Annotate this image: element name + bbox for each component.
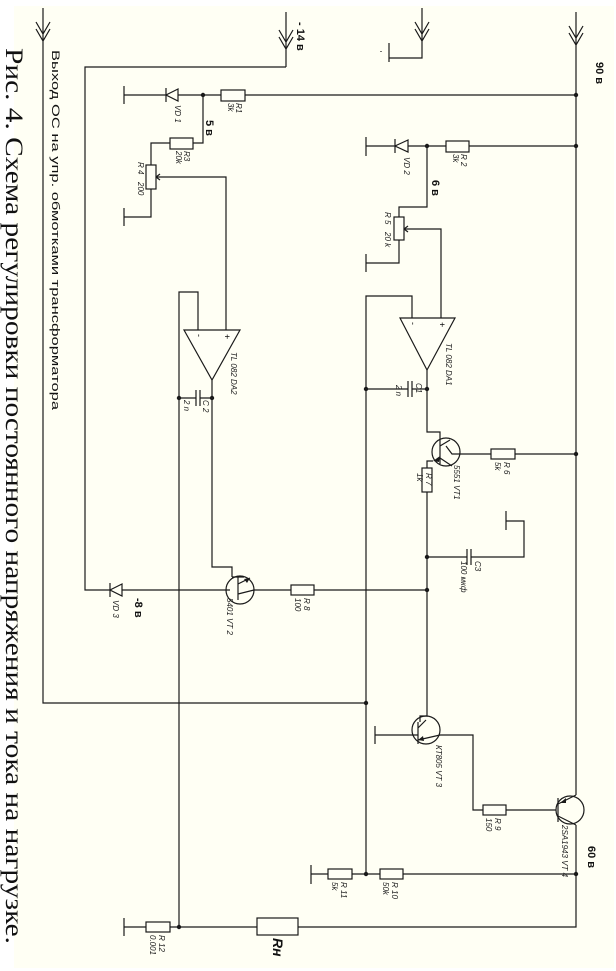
- label-60v: 60 в: [585, 846, 597, 868]
- r6-name: R 6: [502, 462, 511, 475]
- transistor-vt3: [411, 715, 441, 745]
- label-6v: 6 в: [429, 180, 441, 196]
- resistor-r1: [220, 89, 246, 102]
- resistor-r12: [145, 921, 171, 933]
- arrow-90v: [568, 12, 584, 60]
- transistor-vt4: [555, 794, 585, 826]
- diode-vd1: [164, 88, 179, 102]
- r6-value: 5k: [493, 462, 502, 471]
- r7-value: 1k: [415, 473, 424, 482]
- r1-value: 3k: [226, 103, 235, 112]
- r5-name: R 5: [383, 212, 392, 225]
- r11-value: 5k: [330, 882, 339, 891]
- component-labels: R1 3k R 2 3k R3 20k R 4 200 R 5 20 k R 6…: [111, 103, 569, 957]
- diagram-background: [14, 6, 614, 968]
- r3-name: R3: [182, 151, 191, 162]
- c2-value: 2 n: [182, 399, 191, 412]
- r4-name: R 4: [136, 162, 145, 175]
- vt4-name: 2SA1943 VT 4: [560, 824, 569, 878]
- r12-name: R 12: [157, 935, 166, 952]
- vd3-name: VD 3: [111, 600, 120, 618]
- r3-value: 20k: [174, 150, 183, 165]
- c3-value: 100 мкф: [459, 561, 468, 593]
- resistor-r3: [169, 137, 194, 150]
- arrow-minus14v: [278, 12, 294, 67]
- c1-value: 2 n: [394, 384, 403, 397]
- label-5v: 5 в: [203, 120, 215, 136]
- resistors: [145, 89, 516, 936]
- r7-name: R 7: [424, 473, 433, 486]
- capacitor-c2: [195, 390, 201, 406]
- transistor-vt1: [431, 437, 461, 467]
- da1-name: TL 082 DA1: [444, 343, 453, 386]
- r5-value: 20 k: [383, 231, 392, 248]
- arrow-feedback-out: [35, 8, 51, 48]
- da1-plus-sign: +: [437, 322, 447, 327]
- da2-plus-sign: +: [222, 334, 232, 339]
- potentiometer-r5: [393, 216, 405, 241]
- figure-caption: Рис. 4. Схема регулировки постоянного на…: [0, 48, 27, 944]
- rn-name: Rн: [270, 938, 286, 957]
- da2-name: TL 082 DA2: [229, 352, 238, 395]
- vd2-name: VD 2: [402, 157, 411, 175]
- c3-name: C3: [473, 561, 482, 572]
- vt2-name: 5401 VT 2: [225, 598, 234, 635]
- r4-value: 200: [136, 181, 145, 196]
- r8-name: R 8: [302, 598, 311, 611]
- diode-vd3: [108, 583, 123, 597]
- arrow-ground-in: [380, 8, 430, 62]
- feedback-output-label: Выход ОС на упр. обмотками трансформатор…: [49, 50, 61, 411]
- da1-minus-sign: -: [408, 322, 418, 325]
- transistor-vt2: [225, 575, 255, 605]
- junction-dots: [176, 92, 579, 930]
- c2-name: C 2: [201, 400, 210, 413]
- r10-name: R 10: [390, 882, 399, 899]
- resistor-r9: [482, 804, 507, 816]
- opamps: [182, 317, 457, 382]
- label-90v: 90 в: [593, 62, 605, 84]
- capacitor-c3: [466, 549, 472, 565]
- da2-minus-sign: -: [194, 334, 204, 337]
- resistor-r8: [290, 584, 315, 596]
- label-minus14v: - 14 в: [294, 22, 306, 51]
- resistor-r7: [421, 467, 433, 493]
- r2-value: 3k: [451, 154, 460, 163]
- diodes: [108, 88, 409, 597]
- r8-value: 100: [293, 598, 302, 612]
- diode-vd2: [393, 139, 409, 153]
- r2-name: R 2: [459, 154, 468, 167]
- opamp-pin-signs: + - + -: [194, 322, 447, 339]
- load-resistor-rn: [256, 917, 299, 936]
- resistor-r10: [379, 868, 404, 880]
- opamp-da1: [399, 317, 457, 372]
- r9-name: R 9: [493, 818, 502, 831]
- transistors: [225, 437, 585, 826]
- wires: [42, 48, 577, 936]
- capacitors: [195, 381, 472, 565]
- r11-name: R 11: [339, 882, 348, 898]
- r1-name: R1: [234, 103, 243, 113]
- r12-value: 0.001: [148, 935, 157, 955]
- resistor-r2: [445, 140, 470, 153]
- vd1-name: VD 1: [173, 105, 182, 123]
- resistor-r6: [490, 448, 516, 460]
- vt3-name: КТ805 VT 3: [434, 745, 443, 788]
- c1-name: C1: [414, 383, 423, 393]
- resistor-r11: [327, 868, 353, 880]
- opamp-da2: [182, 329, 242, 382]
- r9-value: 150: [484, 818, 493, 832]
- vt1-name: 5551 VT1: [452, 465, 461, 500]
- supply-arrows: [35, 8, 584, 67]
- r10-value: 50k: [381, 882, 390, 896]
- label-minus8v: -8 в: [132, 598, 144, 618]
- capacitor-c1: [407, 381, 413, 397]
- voltage-labels: 90 в - 14 в 5 в 6 в -8 в 60 в: [132, 22, 605, 868]
- potentiometer-r4: [145, 164, 157, 190]
